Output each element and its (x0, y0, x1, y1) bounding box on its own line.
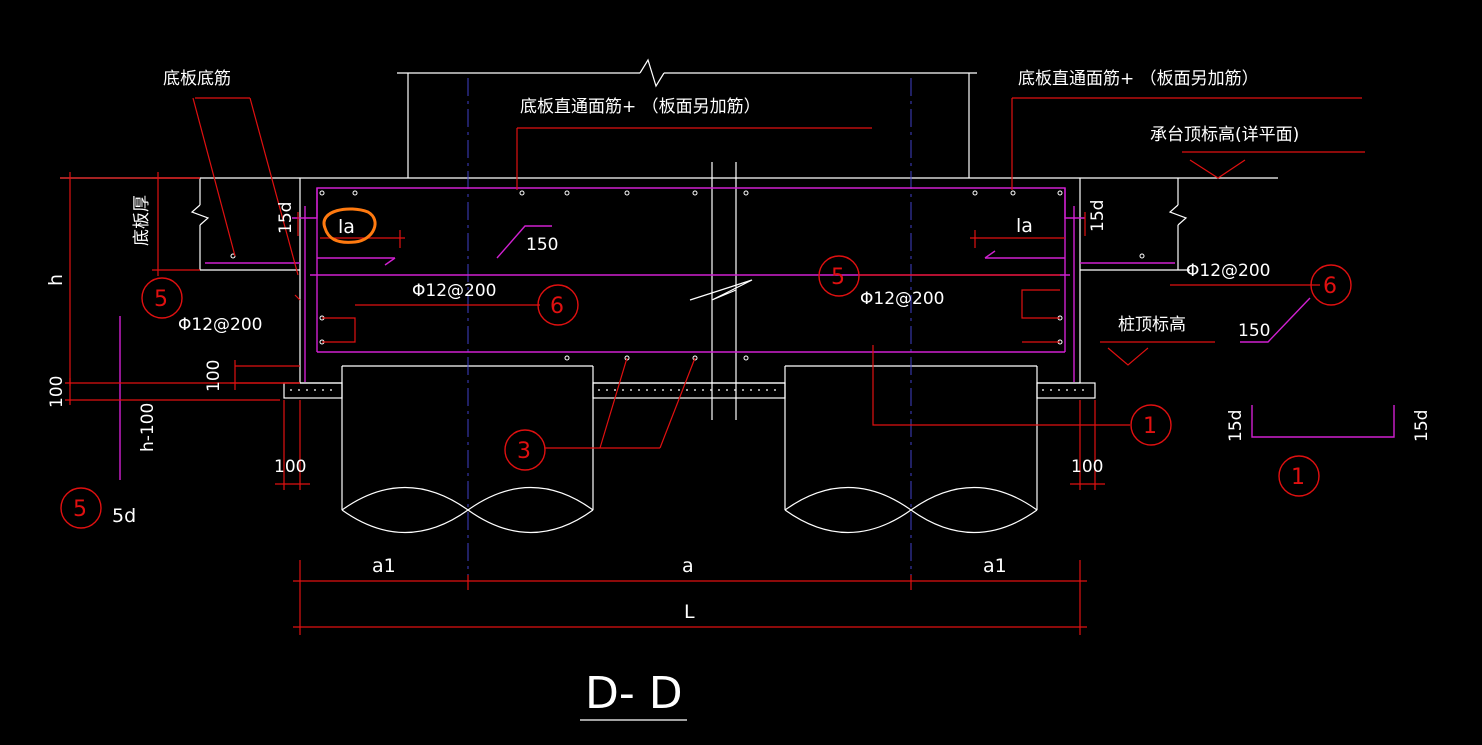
column-outline (397, 58, 977, 178)
break-line (689, 162, 753, 420)
label-a1-right: a1 (983, 555, 1007, 577)
blinding-layer (283, 382, 1096, 399)
label-a: a (682, 555, 694, 577)
rebar-cage (119, 187, 1395, 480)
marker-5-right-text: 5 (831, 265, 845, 290)
marker-5-left: 5 (141, 277, 183, 319)
label-100-vert: 100 (204, 360, 224, 392)
label-phi-right-low: Φ12@200 (860, 289, 944, 309)
label-cap-top-elev: 承台顶标高(详平面) (1150, 125, 1299, 145)
label-pile-top-elev: 桩顶标高 (1118, 315, 1186, 335)
label-bottom-rebar: 底板底筋 (163, 69, 231, 89)
marker-1-text: 1 (1143, 414, 1157, 439)
label-la-right: la (1016, 215, 1033, 237)
leader-lines (60, 97, 1365, 635)
label-15d-detail-left: 15d (1226, 410, 1246, 442)
la-highlight (322, 207, 377, 244)
label-5d: 5d (112, 505, 136, 527)
marker-5-left-text: 5 (154, 287, 168, 312)
marker-5-detail-text: 5 (73, 497, 87, 522)
label-phi-right: Φ12@200 (1186, 261, 1270, 281)
label-phi-center: Φ12@200 (412, 281, 496, 301)
label-top-rebar-right: 底板直通面筋+ （板面另加筋） (1018, 69, 1259, 89)
label-L: L (684, 601, 695, 623)
label-100-left: 100 (47, 376, 67, 408)
marker-1: 1 (1130, 404, 1172, 446)
marker-6-center: 6 (537, 284, 579, 326)
label-100-bl: 100 (274, 457, 306, 477)
label-la-left: la (338, 216, 355, 238)
pile-right (784, 365, 1038, 533)
marker-3: 3 (504, 429, 546, 471)
marker-5-detail: 5 (60, 487, 102, 529)
label-15d-right: 15d (1088, 200, 1108, 232)
marker-1-detail-text: 1 (1291, 465, 1305, 490)
section-title: D- D (585, 668, 683, 719)
label-15d-detail-right: 15d (1412, 410, 1432, 442)
label-top-rebar-center: 底板直通面筋+ （板面另加筋） (520, 97, 761, 117)
marker-6-right: 6 (1310, 264, 1352, 306)
label-h-100: h-100 (138, 403, 158, 452)
marker-3-text: 3 (517, 439, 531, 464)
label-100-br: 100 (1071, 457, 1103, 477)
label-a1-left: a1 (372, 555, 396, 577)
label-h: h (45, 274, 67, 286)
marker-5-right: 5 (818, 255, 860, 297)
label-15d-left: 15d (276, 202, 296, 234)
label-150-a: 150 (526, 235, 558, 255)
label-phi-left: Φ12@200 (178, 315, 262, 335)
marker-1-detail: 1 (1278, 455, 1320, 497)
marker-6-center-text: 6 (550, 294, 564, 319)
marker-6-right-text: 6 (1323, 274, 1337, 299)
label-slab-thick: 底板厚 (132, 195, 152, 246)
label-150-b: 150 (1238, 321, 1270, 341)
